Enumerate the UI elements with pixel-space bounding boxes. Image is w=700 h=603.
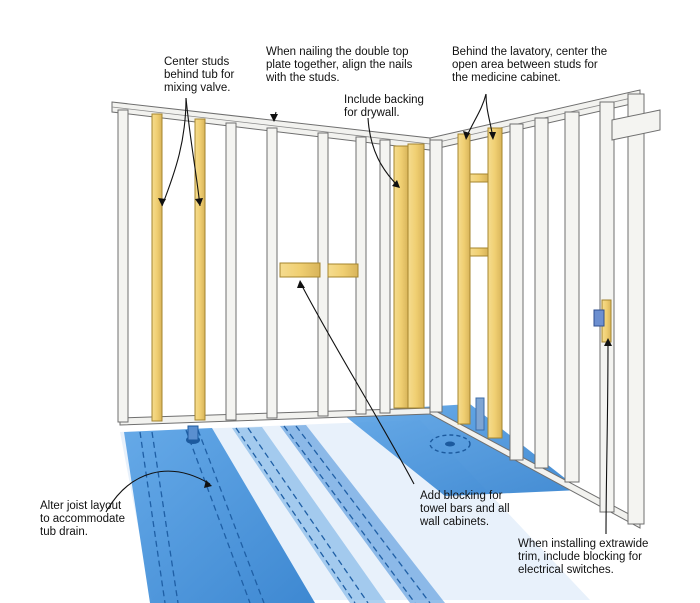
- stud: [379, 139, 391, 414]
- right-wall-studs: [429, 93, 645, 525]
- stud: [564, 111, 580, 483]
- valve-studs: [151, 113, 206, 422]
- note-line: with the studs.: [266, 72, 340, 84]
- lavatory-supply-pipe: [475, 397, 485, 431]
- drywall-backing: [393, 143, 425, 409]
- note-line: When nailing the double top: [266, 46, 409, 58]
- note-line: open area between studs for: [452, 59, 598, 71]
- towel-bars-note: Add blocking for towel bars and all wall…: [420, 490, 510, 529]
- electrical-box: [593, 309, 605, 327]
- subfloor-left: [120, 420, 590, 603]
- note-line: Center studs: [164, 56, 230, 68]
- stud: [429, 139, 443, 413]
- note-line: electrical switches.: [518, 564, 614, 576]
- joist-dashed-lines: [139, 425, 431, 603]
- note-line: plate together, align the nails: [266, 59, 413, 71]
- note-line: When installing extrawide: [518, 538, 649, 550]
- lavatory-note: Behind the lavatory, center the open are…: [452, 46, 607, 85]
- note-line: mixing valve.: [164, 82, 231, 94]
- note-line: tub drain.: [40, 526, 88, 538]
- stud: [534, 117, 549, 469]
- extrawide-trim-note: When installing extrawide trim, include …: [518, 538, 648, 577]
- center-studs-note: Center studs behind tub for mixing valve…: [164, 56, 234, 95]
- towel-bar-blocking: [279, 262, 359, 278]
- stud: [509, 123, 524, 461]
- stud: [117, 109, 129, 423]
- arrow-heads: [158, 114, 612, 488]
- mixing-valve-stud: [194, 118, 206, 421]
- header-block: [611, 109, 661, 141]
- note-line: towel bars and all: [420, 503, 510, 515]
- mixing-valve-stud: [151, 113, 163, 422]
- medicine-cabinet-framing: [457, 127, 503, 439]
- left-wall: [111, 101, 431, 426]
- middle-joist-strip: [232, 427, 386, 603]
- drywall-backing-note: Include backing for drywall.: [344, 94, 424, 120]
- note-line: Add blocking for: [420, 490, 503, 502]
- stud: [225, 122, 237, 421]
- top-plate-note: When nailing the double top plate togeth…: [266, 46, 412, 85]
- note-line: to accommodate: [40, 513, 126, 525]
- note-line: Alter joist layout: [40, 500, 122, 512]
- note-line: for drywall.: [344, 107, 400, 119]
- subfloor-lavatory: [340, 397, 580, 496]
- note-line: behind tub for: [164, 69, 235, 81]
- lavatory-drain: [429, 434, 471, 454]
- stud: [266, 127, 278, 419]
- right-wall: [429, 89, 661, 529]
- note-line: the medicine cabinet.: [452, 72, 561, 84]
- note-line: trim, include blocking for: [518, 551, 642, 563]
- note-line: Behind the lavatory, center the: [452, 46, 608, 58]
- joist-layout-note: Alter joist layout to accommodate tub dr…: [40, 500, 125, 539]
- note-line: wall cabinets.: [420, 516, 490, 528]
- stud: [627, 93, 645, 525]
- note-line: Include backing: [344, 94, 424, 106]
